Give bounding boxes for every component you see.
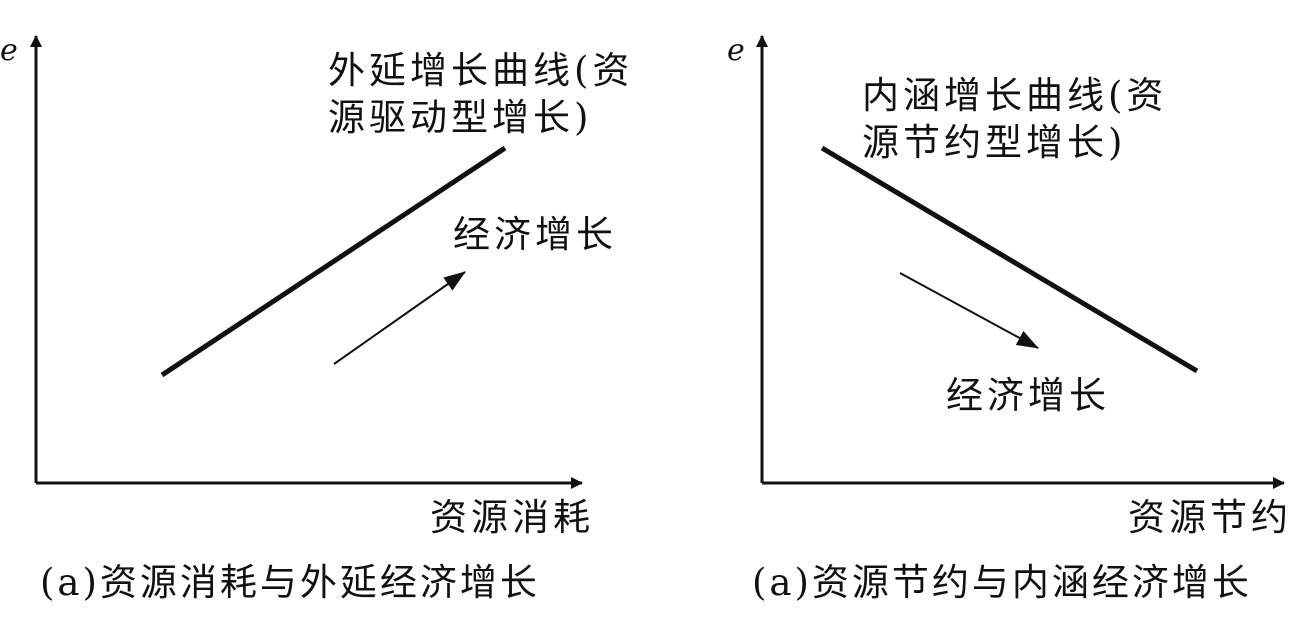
left-growth-curve — [160, 145, 507, 378]
right-panel: e 资源节约 内涵增长曲线(资 源节约型增长) 经济增长 (a)资源节约与内涵经… — [727, 33, 1292, 604]
right-caption: (a)资源节约与内涵经济增长 — [752, 561, 1252, 604]
left-caption: (a)资源消耗与外延经济增长 — [40, 561, 540, 604]
right-curve-label-line1: 内涵增长曲线(资 — [862, 74, 1167, 117]
right-y-axis-label: e — [727, 33, 745, 68]
left-arrow-label: 经济增长 — [453, 213, 617, 256]
right-growth-curve — [820, 145, 1199, 374]
right-curve-label-line2: 源节约型增长) — [862, 121, 1126, 164]
right-arrow-label: 经济增长 — [946, 374, 1110, 417]
left-y-axis-label: e — [0, 33, 18, 68]
left-curve-label-line2: 源驱动型增长) — [328, 96, 592, 139]
left-x-axis-label: 资源消耗 — [430, 496, 594, 539]
left-curve-label-line1: 外延增长曲线(资 — [328, 49, 633, 92]
left-panel: e 资源消耗 外延增长曲线(资 源驱动型增长) 经济增长 (a)资源消耗与外延经… — [0, 33, 633, 604]
right-x-axis-label: 资源节约 — [1128, 496, 1292, 539]
right-growth-arrow — [899, 272, 1039, 349]
left-growth-arrow — [333, 271, 466, 365]
